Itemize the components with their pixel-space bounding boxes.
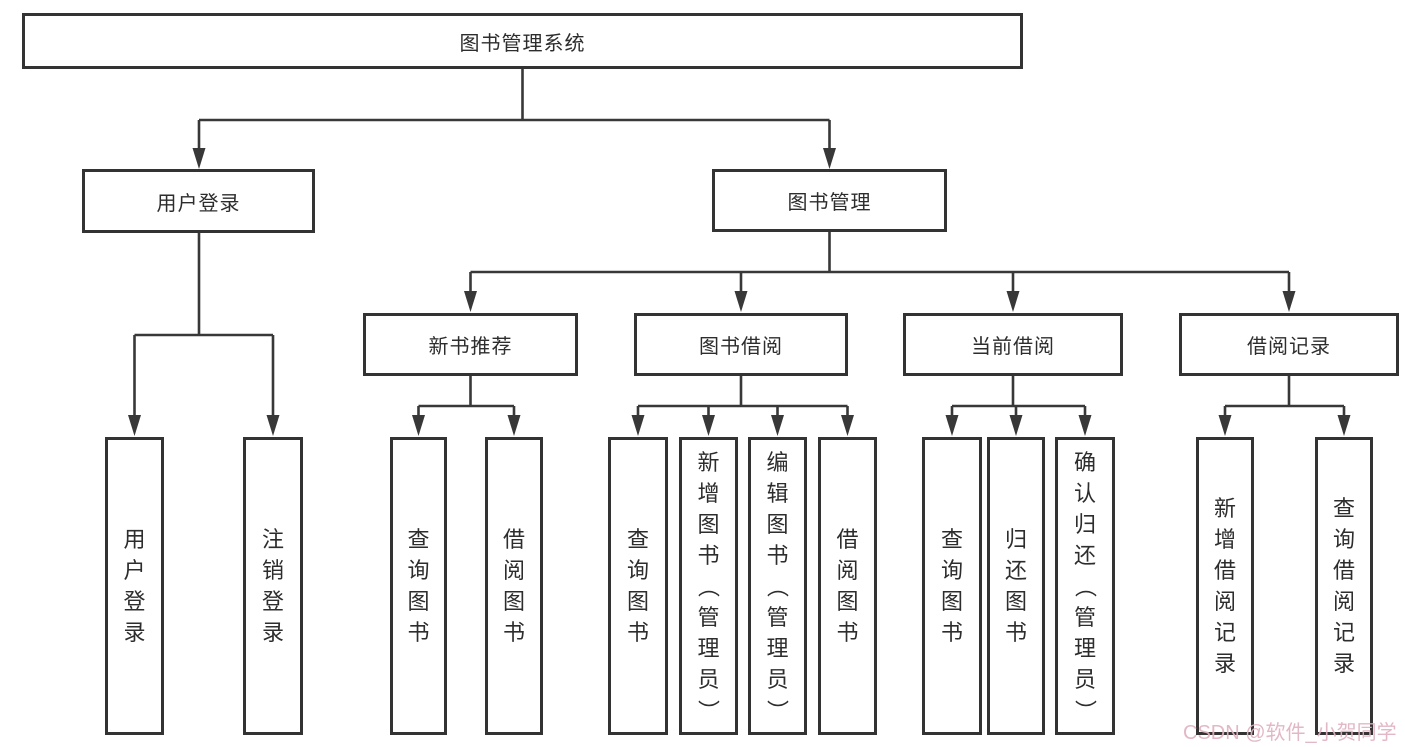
leaf-user-login: 用户登录	[105, 437, 164, 735]
node-user-login: 用户登录	[82, 169, 315, 233]
connector-user-login	[133, 233, 275, 431]
node-root-system: 图书管理系统	[22, 13, 1023, 69]
leaf-edit-books-admin: 编辑图书（管理员）	[748, 437, 807, 735]
node-current-borrowing: 当前借阅	[903, 313, 1123, 376]
leaf-query-books-current: 查询图书	[922, 437, 982, 735]
arrowheads	[128, 148, 1351, 436]
leaf-confirm-return-admin: 确认归还（管理员）	[1055, 437, 1115, 735]
connector-book-management	[469, 232, 1291, 307]
leaf-query-borrow-record: 查询借阅记录	[1315, 437, 1373, 735]
node-new-book-recommendation: 新书推荐	[363, 313, 578, 376]
connector-root	[197, 69, 831, 164]
leaf-query-books-borrow: 查询图书	[608, 437, 668, 735]
node-book-management: 图书管理	[712, 169, 947, 232]
leaf-logout: 注销登录	[243, 437, 303, 735]
leaf-add-borrow-record: 新增借阅记录	[1196, 437, 1254, 735]
leaf-borrow-books-recommend: 借阅图书	[485, 437, 543, 735]
leaf-return-books: 归还图书	[987, 437, 1045, 735]
leaf-query-books-recommend: 查询图书	[390, 437, 447, 735]
leaf-add-books-admin: 新增图书（管理员）	[679, 437, 738, 735]
node-borrowing-records: 借阅记录	[1179, 313, 1399, 376]
csdn-watermark: CSDN @软件_小贺同学	[1183, 722, 1397, 744]
leaf-borrow-books: 借阅图书	[818, 437, 877, 735]
node-book-borrowing: 图书借阅	[634, 313, 848, 376]
connector-sections	[418, 376, 1344, 408]
connector-leaves	[417, 406, 1346, 431]
